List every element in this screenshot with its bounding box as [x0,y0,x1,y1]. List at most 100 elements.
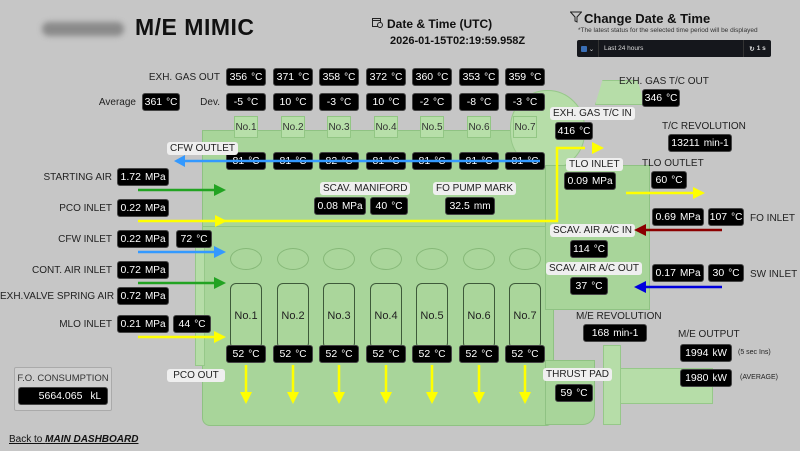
exh-gas-dev: -3°C [505,93,545,111]
cylinder-liner: No.3 [323,283,355,349]
tlo-outlet-arrowhead [693,187,705,199]
starting-air-label: STARTING AIR [43,172,112,183]
tc-revolution-label: T/C REVOLUTION [662,121,746,132]
cfw-outlet-arrowhead [174,155,185,167]
exh-gas-dev: -8°C [459,93,499,111]
average-label: Average [98,97,136,108]
cfw-outlet-temp: 81°C [273,152,313,170]
exh-gas-out-temp: 353°C [459,68,499,86]
exh-gas-out-temp: 371°C [273,68,313,86]
exh-gas-out-temp: 356°C [226,68,266,86]
exh-gas-out-temp: 358°C [319,68,359,86]
turbocharger-outlet [595,80,645,105]
flywheel [603,345,621,425]
exh-gas-out-temp: 359°C [505,68,545,86]
calendar-dropdown-button[interactable]: ⌄ [577,40,599,57]
cylinder-cover-oval [230,248,262,270]
exh-gas-out-temp: 372°C [366,68,406,86]
chevron-down-icon: ⌄ [588,45,595,53]
filter-icon [569,11,583,26]
average-exh-temp: 361°C [142,93,180,111]
me-revolution-label: M/E REVOLUTION [576,311,662,322]
change-datetime-label: Change Date & Time [569,11,710,26]
time-range-picker[interactable]: ⌄ Last 24 hours ↻1 s [577,40,771,57]
scav-air-ac-out-temp: 37°C [570,277,608,295]
cylinder-liner: No.6 [463,283,495,349]
scav-manifold-label: SCAV. MANIFORD [320,182,411,195]
pco-out-temp: 52°C [366,345,406,363]
cfw-outlet-temp: 81°C [459,152,499,170]
me-output-avg-note: (AVERAGE) [740,374,778,381]
fo-inlet-temp: 107°C [708,208,744,226]
exh-gas-dev: 10°C [366,93,406,111]
thrust-pad-label: THRUST PAD [543,368,612,381]
pco-inlet-label: PCO INLET [59,203,112,214]
scav-manifold-temp: 40°C [370,197,408,215]
exh-gas-tc-out-temp: 346°C [642,89,680,107]
pco-out-temp: 52°C [459,345,499,363]
pco-out-temp: 52°C [319,345,359,363]
refresh-interval-button[interactable]: ↻1 s [743,40,771,57]
cylinder-tab-label: No.6 [468,122,490,133]
back-to-main-dashboard-link[interactable]: Back to MAIN DASHBOARD [9,434,139,445]
cylinder-liner: No.5 [416,283,448,349]
tc-lube-arrowhead [592,142,604,154]
cfw-outlet-temp: 81°C [412,152,452,170]
exh-gas-out-label: EXH. GAS OUT [148,72,220,83]
refresh-icon: ↻ [749,45,755,53]
pco-out-temp: 52°C [412,345,452,363]
cylinder-liner: No.7 [509,283,541,349]
calendar-clock-icon [372,17,383,31]
cfw-inlet-label: CFW INLET [58,234,112,245]
exh-gas-out-temp: 360°C [412,68,452,86]
cfw-outlet-label: CFW OUTLET [167,142,238,155]
exh-gas-dev: 10°C [273,93,313,111]
tlo-outlet-label: TLO OUTLET [642,158,704,169]
cylinder-tab-label: No.4 [375,122,397,133]
exh-gas-dev: -2°C [412,93,452,111]
cylinder-tab [281,116,305,138]
time-range-value[interactable]: Last 24 hours [604,45,644,52]
cylinder-tab [327,116,351,138]
engine-frame [195,236,205,366]
cylinder-tab-label: No.2 [282,122,304,133]
fo-inlet-label: FO INLET [750,213,796,224]
cylinder-cover-oval [416,248,448,270]
exh-gas-dev: -3°C [319,93,359,111]
cylinder-liner: No.2 [277,283,309,349]
dev-label: Dev. [200,97,220,108]
datetime-label: Date & Time (UTC) [372,17,492,31]
pco-out-label: PCO OUT [167,369,225,382]
datetime-value: 2026-01-15T02:19:59.958Z [390,35,526,47]
cfw-outlet-temp: 81°C [366,152,406,170]
tlo-outlet-temp: 60°C [651,171,687,189]
sw-inlet-label: SW INLET [750,269,798,280]
cylinder-tab [234,116,258,138]
cylinder-tab [420,116,444,138]
cfw-outlet-temp: 81°C [505,152,545,170]
scav-air-ac-in-temp: 114°C [570,240,608,258]
pco-out-temp: 52°C [505,345,545,363]
exh-gas-tc-in-label: EXH. GAS T/C IN [550,107,635,120]
cylinder-cover-oval [277,248,309,270]
change-datetime-note: *The latest status for the selected time… [578,27,758,34]
cylinder-tab-label: No.5 [421,122,443,133]
cont-air-inlet-label: CONT. AIR INLET [31,265,112,276]
page-title: M/E MIMIC [135,14,255,40]
me-output-label: M/E OUTPUT [678,329,740,340]
cylinder-cover-oval [323,248,355,270]
